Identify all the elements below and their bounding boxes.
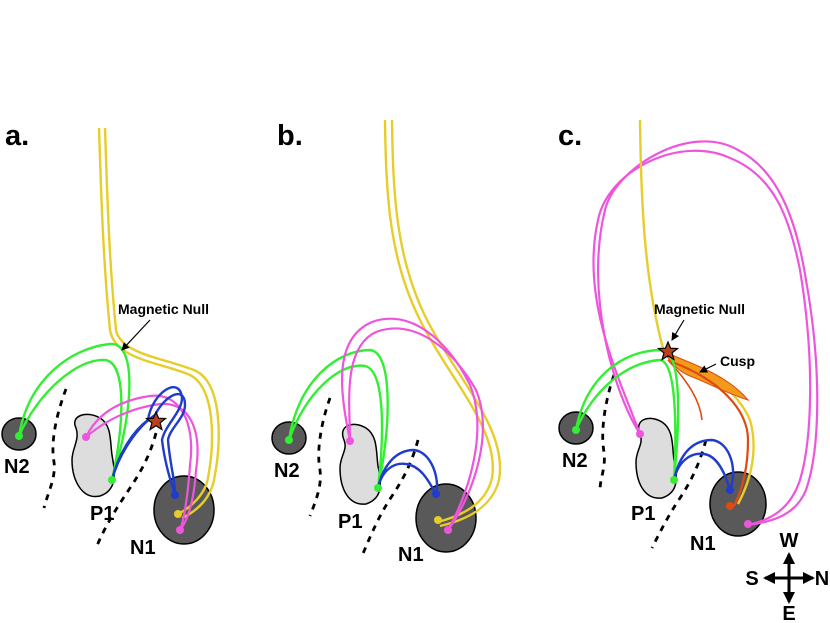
compass-down-label: E (782, 603, 795, 623)
compass: W E S N (745, 530, 829, 623)
panel-a-green-footpoint-p1 (108, 476, 116, 484)
panel-a-pil-1 (42, 388, 68, 509)
panel-c-p1-label: P1 (631, 503, 655, 525)
panel-b-label: b. (277, 120, 303, 152)
panel-a-magenta-footpoint (82, 433, 90, 441)
panel-b: b. N2 P1 N1 (271, 119, 502, 566)
panel-b-magenta-footpoint-n1 (444, 526, 452, 534)
panel-a: a. Magnetic Null N2 P1 N1 (1, 120, 220, 559)
panel-a-yellow-footpoint (174, 510, 182, 518)
panel-b-blue-loop-1 (376, 448, 439, 495)
panel-c-magenta-loop-2 (596, 140, 819, 527)
panel-c-n2-label: N2 (562, 450, 588, 472)
panel-c-green-footpoint-p1 (670, 476, 678, 484)
panel-c-n1-label: N1 (690, 533, 716, 555)
panel-a-blue-loop-2 (110, 386, 184, 496)
panel-b-magenta-footpoint (346, 437, 354, 445)
panel-c-pil-1 (598, 374, 616, 491)
compass-right-label: N (815, 568, 829, 590)
panel-c-magenta-footpoint (636, 430, 644, 438)
panel-b-green-footpoint-p1 (374, 484, 382, 492)
panel-a-open-field-1 (97, 127, 214, 516)
panel-a-n1-label: N1 (130, 537, 156, 559)
panel-c-green-loop-2 (574, 358, 677, 481)
panel-a-green-footpoint (15, 432, 23, 440)
panel-c-pil-2 (650, 439, 708, 549)
panel-b-green-loop-2 (287, 364, 384, 489)
panel-c-red-footpoint (726, 502, 734, 510)
panel-a-p1-label: P1 (90, 503, 114, 525)
panel-c-green-footpoint (572, 426, 580, 434)
panel-b-p1-region (339, 423, 382, 505)
panel-a-open-field-2 (103, 127, 220, 520)
panel-b-yellow-footpoint (434, 516, 442, 524)
panel-c-magenta-footpoint-n1 (744, 520, 752, 528)
panel-b-blue-loop-2 (376, 462, 438, 495)
panel-b-n1-label: N1 (398, 544, 424, 566)
panel-b-pil-1 (308, 397, 332, 517)
panel-a-pil-2 (94, 432, 158, 549)
panel-a-magenta-footpoint-n1 (176, 526, 184, 534)
panel-b-open-field-1 (383, 119, 495, 524)
panel-c-cusp-label: Cusp (720, 353, 755, 369)
panel-c-p1-region (635, 417, 678, 499)
panel-c-null-label: Magnetic Null (654, 301, 745, 317)
panel-c-red-loop (671, 360, 750, 507)
panel-b-open-field-2 (390, 119, 502, 528)
panel-b-magenta-loop-1 (340, 317, 479, 531)
compass-up-label: W (780, 530, 799, 552)
panel-a-magenta-loop-2 (85, 402, 199, 531)
panel-a-label: a. (5, 120, 29, 152)
panel-c-blue-footpoint (726, 486, 734, 494)
panel-a-green-loop-2 (17, 358, 123, 481)
panel-c-null-star-icon (656, 340, 680, 361)
panel-c-cusp-arrow (699, 363, 717, 373)
panel-a-blue-footpoint (171, 491, 179, 499)
panel-a-n2-label: N2 (4, 456, 30, 478)
panel-b-blue-footpoint (432, 490, 440, 498)
panel-c-blue-loop-1 (672, 438, 735, 491)
panel-c-null-arrow (671, 319, 685, 341)
panel-c: c. Magnetic Null Cusp N (558, 119, 819, 555)
panel-a-null-star-icon (144, 410, 168, 431)
panel-b-green-footpoint (285, 436, 293, 444)
panel-b-pil-2 (360, 439, 420, 557)
panel-b-n2-label: N2 (274, 460, 300, 482)
panel-b-green-loop-1 (287, 348, 389, 489)
panel-b-p1-label: P1 (338, 511, 362, 533)
panel-a-blue-loop-1 (110, 393, 187, 496)
panel-a-null-arrow (121, 319, 151, 351)
panel-c-open-field (638, 119, 666, 353)
panel-c-blue-loop-2 (672, 452, 732, 491)
panel-c-label: c. (558, 120, 582, 152)
compass-left-label: S (745, 568, 758, 590)
panel-b-magenta-loop-2 (348, 327, 484, 531)
panel-a-null-label: Magnetic Null (118, 301, 209, 317)
panel-c-magenta-loop-1 (592, 149, 812, 527)
